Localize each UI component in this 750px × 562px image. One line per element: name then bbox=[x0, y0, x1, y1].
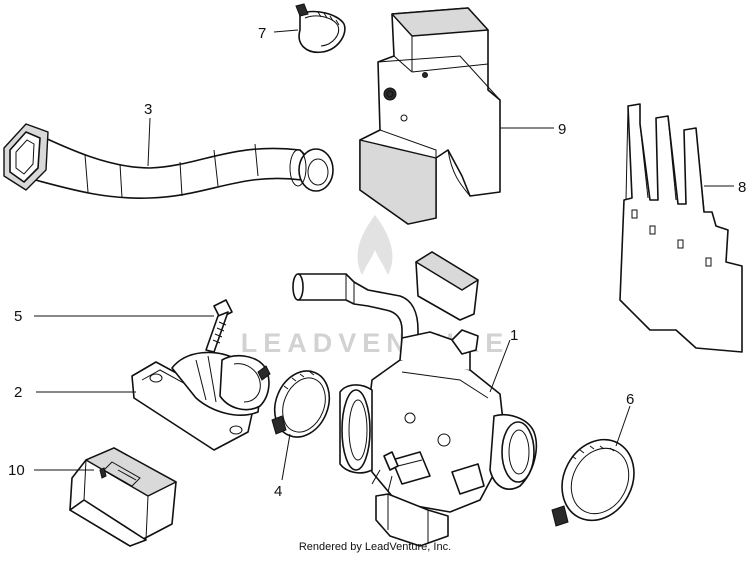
callout-9: 9 bbox=[558, 121, 566, 138]
part-9-cover[interactable] bbox=[359, 7, 501, 225]
callout-6: 6 bbox=[626, 391, 634, 408]
part-3-hose[interactable] bbox=[3, 123, 334, 199]
part-7-clamp[interactable] bbox=[295, 3, 346, 54]
leader-7 bbox=[273, 29, 299, 33]
part-6-clamp[interactable] bbox=[548, 427, 647, 533]
part-5-bolt[interactable] bbox=[205, 299, 233, 353]
leader-1 bbox=[489, 339, 511, 393]
leader-lines bbox=[34, 29, 734, 481]
callout-8: 8 bbox=[738, 179, 746, 196]
callout-1: 1 bbox=[510, 327, 518, 344]
footer-credit: Rendered by LeadVenture, Inc. bbox=[298, 541, 452, 553]
leader-6 bbox=[615, 405, 631, 447]
part-1-carburetor[interactable] bbox=[292, 251, 538, 547]
watermark-flame-icon bbox=[357, 215, 393, 275]
callout-7: 7 bbox=[258, 25, 266, 42]
callout-10: 10 bbox=[8, 462, 25, 479]
callout-3: 3 bbox=[144, 101, 152, 118]
part-10-reed-valve[interactable] bbox=[69, 447, 177, 547]
part-2-manifold[interactable] bbox=[131, 351, 271, 451]
leader-3 bbox=[147, 117, 151, 167]
callout-5: 5 bbox=[14, 308, 22, 325]
leader-4 bbox=[281, 433, 291, 481]
part-4-clamp[interactable] bbox=[265, 363, 339, 446]
callout-2: 2 bbox=[14, 384, 22, 401]
callout-4: 4 bbox=[274, 483, 282, 500]
callouts: 1 2 3 4 5 6 7 8 9 10 bbox=[8, 25, 746, 500]
part-8-reed-petal[interactable] bbox=[619, 103, 743, 353]
